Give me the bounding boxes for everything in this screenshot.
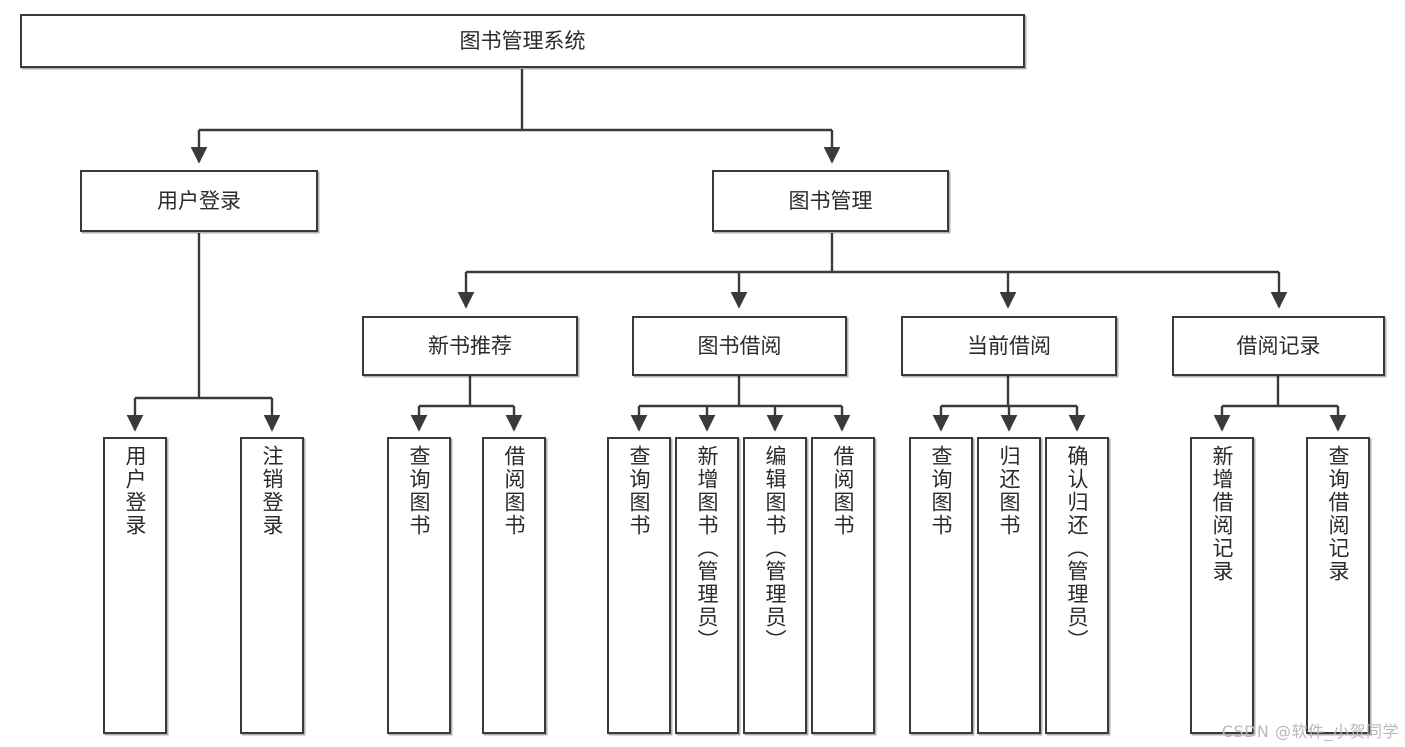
node-borrow-record-label: 借阅记录 — [1236, 333, 1321, 358]
node-leaf-query-book-2-label: 查询图书 — [627, 445, 652, 537]
node-leaf-borrow-book-2[interactable]: 借阅图书 — [811, 437, 875, 734]
node-user-login-label: 用户登录 — [157, 188, 241, 213]
node-leaf-query-book-1-label: 查询图书 — [407, 445, 432, 537]
node-book-manage-label: 图书管理 — [788, 188, 873, 213]
node-leaf-query-record-label: 查询借阅记录 — [1326, 445, 1351, 583]
node-leaf-return-book-label: 归还图书 — [997, 445, 1022, 537]
node-leaf-add-record[interactable]: 新增借阅记录 — [1190, 437, 1254, 734]
node-leaf-logout-login-label: 注销登录 — [260, 445, 285, 537]
node-book-borrow-label: 图书借阅 — [697, 333, 782, 358]
node-new-book-recommend[interactable]: 新书推荐 — [362, 316, 578, 376]
node-leaf-add-book[interactable]: 新增图书（管理员） — [675, 437, 739, 734]
node-root[interactable]: 图书管理系统 — [20, 14, 1025, 68]
node-leaf-borrow-book-2-label: 借阅图书 — [831, 445, 856, 537]
node-leaf-logout-login[interactable]: 注销登录 — [240, 437, 304, 734]
node-leaf-add-book-label: 新增图书（管理员） — [695, 445, 720, 652]
node-leaf-borrow-book-1[interactable]: 借阅图书 — [482, 437, 546, 734]
node-leaf-user-login[interactable]: 用户登录 — [103, 437, 167, 734]
node-root-label: 图书管理系统 — [459, 28, 586, 53]
node-user-login[interactable]: 用户登录 — [80, 170, 318, 232]
node-leaf-query-record[interactable]: 查询借阅记录 — [1306, 437, 1370, 734]
node-current-borrow[interactable]: 当前借阅 — [901, 316, 1117, 376]
node-leaf-add-record-label: 新增借阅记录 — [1210, 445, 1235, 583]
node-borrow-record[interactable]: 借阅记录 — [1172, 316, 1385, 376]
node-book-manage[interactable]: 图书管理 — [712, 170, 949, 232]
node-leaf-query-book-3[interactable]: 查询图书 — [909, 437, 973, 734]
node-leaf-query-book-1[interactable]: 查询图书 — [387, 437, 451, 734]
node-leaf-user-login-label: 用户登录 — [123, 445, 148, 537]
node-current-borrow-label: 当前借阅 — [967, 333, 1051, 358]
node-book-borrow[interactable]: 图书借阅 — [632, 316, 847, 376]
node-leaf-query-book-2[interactable]: 查询图书 — [607, 437, 671, 734]
node-leaf-confirm-return-label: 确认归还（管理员） — [1065, 445, 1090, 652]
node-leaf-edit-book[interactable]: 编辑图书（管理员） — [743, 437, 807, 734]
node-leaf-confirm-return[interactable]: 确认归还（管理员） — [1045, 437, 1109, 734]
node-leaf-query-book-3-label: 查询图书 — [929, 445, 954, 537]
node-new-book-recommend-label: 新书推荐 — [428, 333, 512, 358]
node-leaf-return-book[interactable]: 归还图书 — [977, 437, 1041, 734]
watermark: CSDN @软件_小贺同学 — [1221, 722, 1399, 741]
node-leaf-edit-book-label: 编辑图书（管理员） — [763, 445, 788, 652]
node-leaf-borrow-book-1-label: 借阅图书 — [502, 445, 527, 537]
